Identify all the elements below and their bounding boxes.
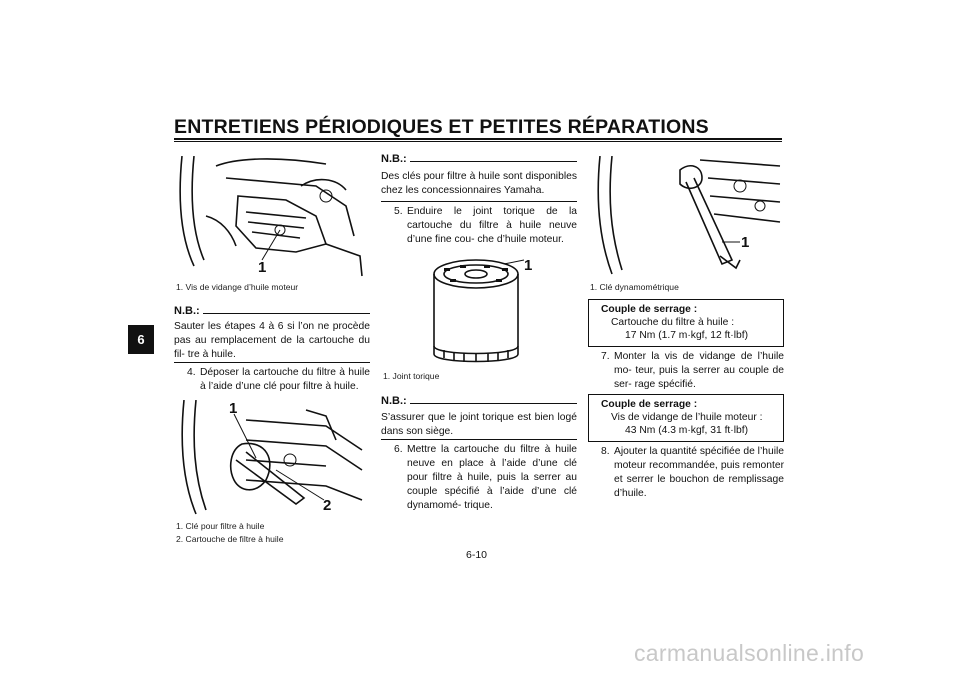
nb-end-rule (174, 362, 370, 363)
step-6-number: 6. (394, 444, 403, 455)
step-8-number: 8. (601, 446, 610, 457)
nb1-heading: N.B.: (381, 153, 577, 165)
step-5-text: Enduire le joint torique de la cartouche… (407, 206, 577, 245)
figure-filter-wrench (176, 400, 368, 518)
torque-spec-box-1: Couple de serrage : Cartouche du filtre … (588, 299, 784, 347)
fig2-caption-2: 2. Cartouche de filtre à huile (176, 534, 284, 544)
fig1-caption: 1. Vis de vidange d’huile moteur (176, 282, 299, 292)
title-rule (174, 138, 782, 140)
watermark: carmanualsonline.info (634, 640, 865, 666)
fig3-caption: 1. Joint torique (383, 371, 440, 381)
figure-torque-wrench (590, 156, 782, 278)
step-7-number: 7. (601, 351, 610, 362)
step-4-number: 4. (187, 367, 196, 378)
fig3-callout: 1 (524, 257, 533, 274)
figure-drain-bolt (176, 156, 368, 278)
step-5-number: 5. (394, 206, 403, 217)
box1-line2: 17 Nm (1.7 m·kgf, 12 ft·lbf) (625, 330, 749, 341)
fig4-caption: 1. Clé dynamométrique (590, 282, 679, 292)
box2-line2: 43 Nm (4.3 m·kgf, 31 ft·lbf) (625, 425, 749, 436)
nb-label: N.B.: (174, 305, 200, 317)
box1-title: Couple de serrage : (601, 304, 698, 315)
step-7-text: Monter la vis de vidange de l’huile mo- … (614, 351, 784, 390)
torque-spec-box-2: Couple de serrage : Vis de vidange de l’… (588, 394, 784, 442)
page-number: 6-10 (466, 549, 488, 561)
chapter-tab: 6 (128, 325, 154, 354)
step-4-text: Déposer la cartouche du filtre à huile à… (200, 367, 370, 392)
nb1-label: N.B.: (381, 153, 407, 165)
step-6: 6. Mettre la cartouche du filtre à huile… (381, 443, 577, 513)
step-7: 7. Monter la vis de vidange de l’huile m… (588, 350, 784, 392)
nb2-text: S’assurer que le joint torique est bien … (381, 412, 577, 437)
step-6-text: Mettre la cartouche du filtre à huile ne… (407, 444, 577, 511)
fig1-callout: 1 (258, 259, 267, 276)
figure-oil-filter (420, 254, 540, 368)
fig2-callout-2: 2 (323, 497, 332, 514)
nb2-label: N.B.: (381, 395, 407, 407)
nb-text: Sauter les étapes 4 à 6 si l’on ne procè… (174, 321, 370, 360)
step-8: 8. Ajouter la quantité spécifiée de l’hu… (588, 445, 784, 501)
nb1-end-rule (381, 201, 577, 202)
nb1-text: Des clés pour filtre à huile sont dispon… (381, 171, 577, 196)
step-4: 4. Déposer la cartouche du filtre à huil… (174, 366, 370, 394)
nb-heading: N.B.: (174, 305, 370, 317)
nb2-heading: N.B.: (381, 395, 577, 407)
nb2-end-rule (381, 439, 577, 440)
box2-title: Couple de serrage : (601, 399, 698, 410)
step-5: 5. Enduire le joint torique de la cartou… (381, 205, 577, 247)
title-rule-thin (174, 141, 782, 142)
box1-line1: Cartouche du filtre à huile : (611, 317, 735, 328)
fig2-caption-1: 1. Clé pour filtre à huile (176, 521, 265, 531)
box2-line1: Vis de vidange de l’huile moteur : (611, 412, 763, 423)
fig4-callout: 1 (741, 234, 750, 251)
fig2-callout-1: 1 (229, 400, 238, 417)
page-title: ENTRETIENS PÉRIODIQUES ET PETITES RÉPARA… (174, 116, 709, 138)
step-8-text: Ajouter la quantité spécifiée de l’huile… (614, 446, 785, 499)
